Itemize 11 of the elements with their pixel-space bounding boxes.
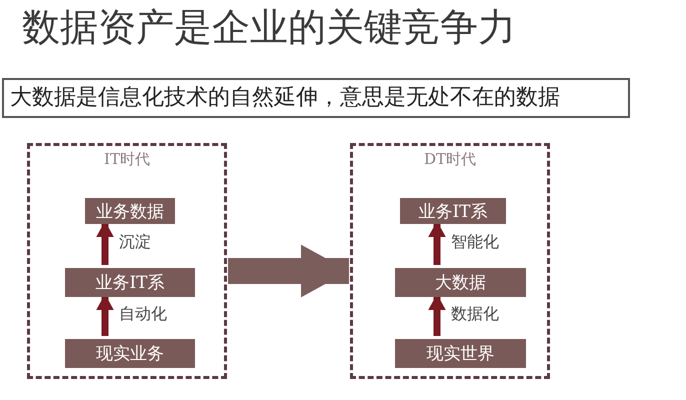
group-heading: DT时代: [422, 150, 478, 169]
layer-bar: 业务数据: [85, 198, 175, 224]
note-box: 大数据是信息化技术的自然延伸，意思是无处不在的数据: [2, 78, 630, 118]
title: 数据资产是企业的关键竞争力: [22, 4, 516, 51]
layer-bar: 现实世界: [395, 339, 526, 368]
arrow: [228, 244, 349, 298]
layer-bar: 大数据: [395, 268, 526, 297]
layer-bar: 业务IT系: [400, 198, 506, 224]
group-heading: IT时代: [103, 150, 151, 169]
layer-bar: 现实业务: [65, 339, 195, 368]
layer-bar: 业务IT系: [65, 268, 195, 297]
